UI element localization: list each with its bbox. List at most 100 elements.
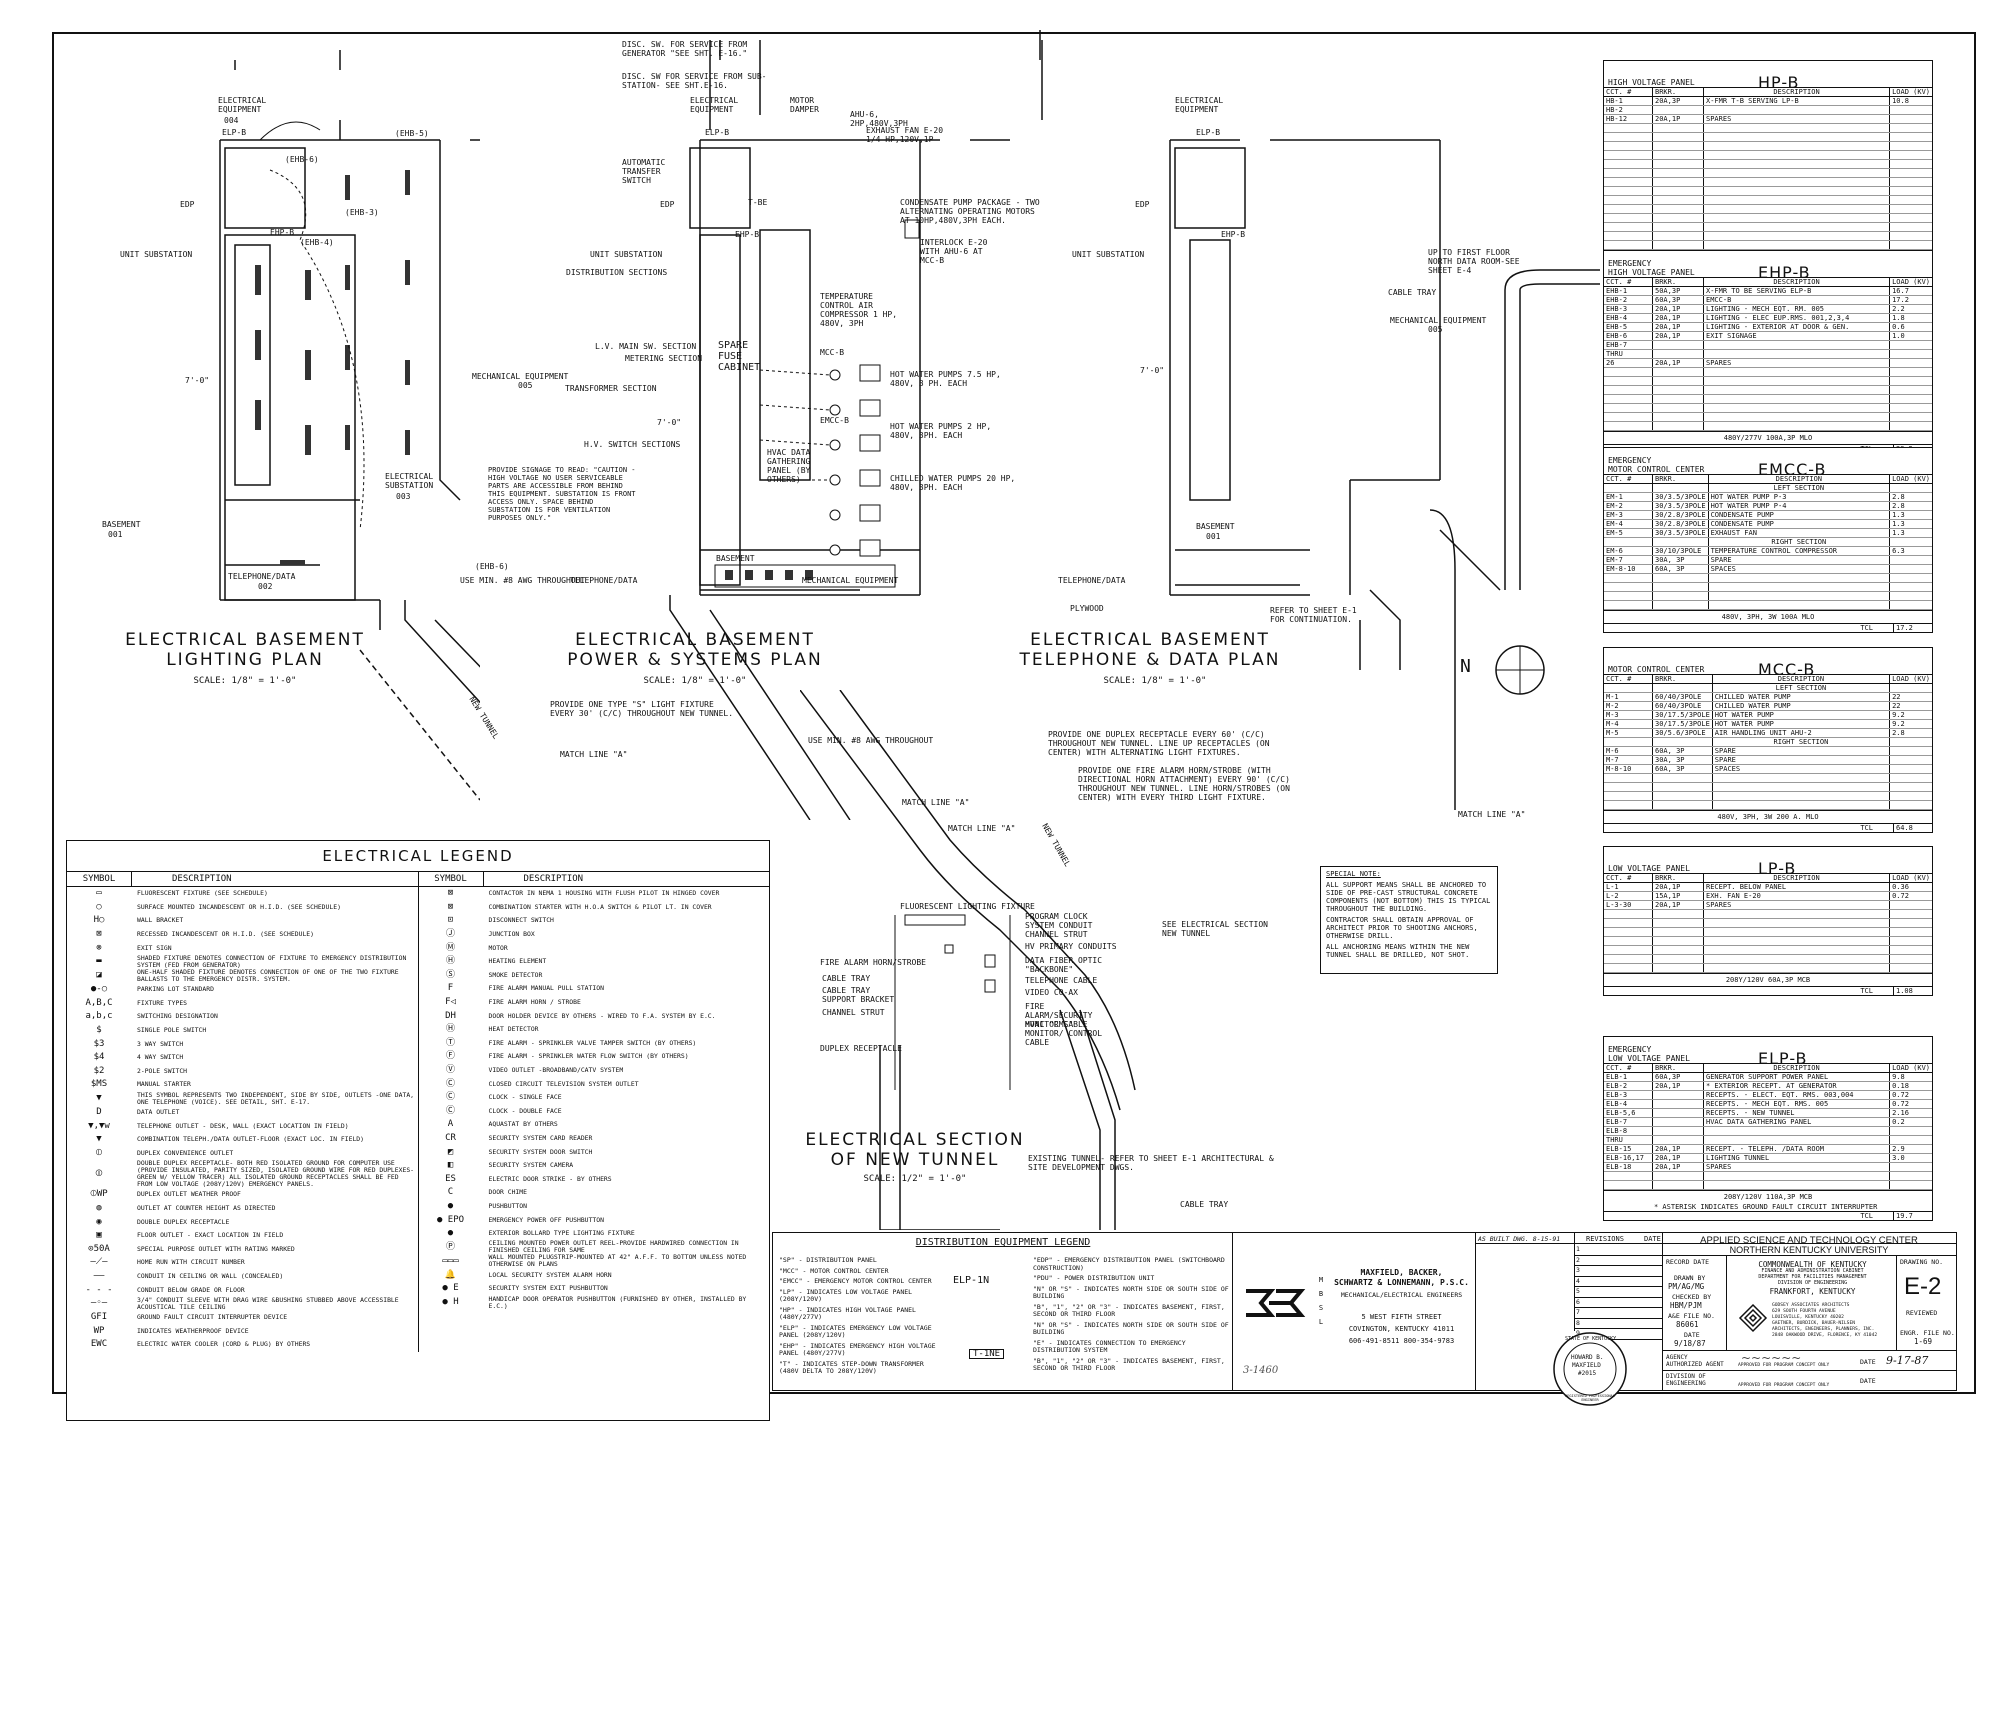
label-ehp-b-3: EHP-B (1221, 230, 1246, 239)
panel-cell: EHB-3 (1604, 304, 1653, 314)
panel-cell: 30/10/3POLE (1652, 546, 1709, 556)
cct-header: CCT. # (1604, 675, 1653, 684)
panel-cell: L-3-30 (1604, 900, 1653, 910)
label-ats: AUTOMATIC TRANSFER SWITCH (622, 158, 666, 185)
legend-symbol-icon: ● (447, 1228, 454, 1239)
panel-cell (1889, 358, 1932, 368)
load-header: LOAD (KV) (1889, 675, 1932, 684)
revision-row: 7 (1574, 1308, 1662, 1319)
panel-rating: 480V, 3PH, 3W 100A MLO (1604, 610, 1932, 623)
legend-row: ▭FLUORESCENT FIXTURE (SEE SCHEDULE) (67, 887, 418, 901)
cct-header: CCT. # (1604, 874, 1653, 883)
panel-total: 17.2 (1893, 624, 1932, 632)
engineer-addr-1: 5 WEST FIFTH STREET (1361, 1313, 1442, 1321)
dist-legend-item: "N" OR "S" - INDICATES NORTH SIDE OR SOU… (1033, 1284, 1229, 1300)
panel-blank-row (1604, 394, 1932, 404)
panel-cell: EM-5 (1604, 528, 1653, 538)
panel-cell (1889, 1135, 1932, 1145)
panel-cell (1652, 340, 1704, 350)
seal-icon (1553, 1332, 1627, 1406)
section-callout: DATA FIBER OPTIC "BACKBONE" (1025, 956, 1103, 974)
approved-1: APPROVED FOR PROGRAM CONCEPT ONLY (1738, 1363, 1830, 1368)
label-ehp-b-2: EHP-B (735, 230, 760, 239)
legend-symbol-icon: ○ (96, 901, 102, 912)
label-elp-b-3: ELP-B (1196, 128, 1221, 137)
dist-legend-title: DISTRIBUTION EQUIPMENT LEGEND (915, 1237, 1091, 1248)
legend-symbol-icon: Ⓙ (445, 929, 455, 940)
telephone-plan: ELECTRICAL EQUIPMENT ELP-B EDP EHP-B UNI… (1000, 30, 1600, 819)
lighting-plan: ELECTRICAL EQUIPMENT 004 ELP-B (EHB-6) (… (60, 30, 733, 810)
panel-cell: ELB-3 (1604, 1090, 1653, 1100)
panel-row: ELB-8 (1604, 1126, 1932, 1136)
panel-cell: ELB-4 (1604, 1099, 1653, 1109)
as-built-note: AS BUILT DWG. 8-15-91 (1478, 1235, 1561, 1243)
panel-cell: RIGHT SECTION (1711, 737, 1890, 747)
legend-description: 3/4" CONDUIT SLEEVE WITH DRAG WIRE &BUSH… (137, 1295, 399, 1311)
drawn-by-value: PM/AG/MG (1668, 1282, 1705, 1291)
label-telephone-data-2: TELEPHONE/DATA (570, 576, 638, 585)
panel-blank-row (1604, 222, 1932, 232)
panel-blank-row (1604, 582, 1932, 592)
label-mechanical-equipment-2: MECHANICAL EQUIPMENT (802, 576, 899, 585)
panel-blank-row (1604, 782, 1932, 792)
panel-cell: 3.0 (1889, 1153, 1932, 1163)
label-provide-s-fixture: PROVIDE ONE TYPE "S" LIGHT FIXTURE EVERY… (550, 700, 734, 718)
panel-cell: EM-6 (1604, 546, 1653, 556)
legend-symbol-icon: ES (445, 1173, 456, 1184)
panel-row: LEFT SECTION (1604, 683, 1932, 693)
panel-cell: SPARE (1711, 755, 1890, 765)
legend-symbol-icon: $MS (90, 1079, 108, 1090)
panel-cell: 20A,1P (1652, 304, 1704, 314)
panel-cell: 22 (1889, 701, 1932, 711)
panel-cell (1889, 340, 1932, 350)
desc-header: DESCRIPTION (1702, 874, 1890, 883)
panel-type: EMERGENCY MOTOR CONTROL CENTER (1608, 456, 1705, 474)
panel-cell: EXH. FAN E-20 (1702, 891, 1890, 901)
panel-note: * ASTERISK INDICATES GROUND FAULT CIRCUI… (1654, 1203, 1878, 1211)
panel-blank-row (1604, 150, 1932, 160)
desc-header: DESCRIPTION (1707, 475, 1890, 484)
panel-cell (1652, 1135, 1704, 1145)
panel-cell: LIGHTING TUNNEL (1702, 1153, 1890, 1163)
legend-row: ⊠RECESSED INCANDESCENT OR H.I.D. (SEE SC… (67, 928, 418, 942)
legend-description: PARKING LOT STANDARD (137, 985, 214, 994)
dist-legend-item: "PDU" - POWER DISTRIBUTION UNIT (1033, 1274, 1155, 1282)
panel-blank-row (1604, 385, 1932, 395)
panel-cell: 1.3 (1889, 528, 1932, 538)
legend-description: GROUND FAULT CIRCUIT INTERRUPTER DEVICE (137, 1313, 288, 1322)
panel-cell: 30/2.8/3POLE (1652, 519, 1709, 529)
legend-symbol-icon: GFI (90, 1312, 108, 1323)
special-note-line: CONTRACTOR SHALL OBTAIN APPROVAL OF ARCH… (1326, 916, 1478, 940)
legend-description: FLUORESCENT FIXTURE (SEE SCHEDULE) (137, 889, 268, 898)
panel-blank-row (1604, 376, 1932, 386)
legend-symbol-icon: Ⓒ (445, 1092, 455, 1103)
panel-row: THRU (1604, 349, 1932, 359)
label-condensate: CONDENSATE PUMP PACKAGE - TWO ALTERNATIN… (900, 198, 1040, 225)
panel-rating: 480Y/277V 100A,3P MLO (1604, 431, 1932, 444)
label-signage: PROVIDE SIGNAGE TO READ: "CAUTION - HIGH… (488, 466, 636, 522)
label-use-min-8-2: USE MIN. #8 AWG THROUGHOUT (808, 736, 934, 745)
panel-cell (1889, 1162, 1932, 1172)
panel-cell: M-6 (1604, 746, 1653, 756)
panel-blank-row (1604, 123, 1932, 133)
special-note-title: SPECIAL NOTE: (1326, 870, 1381, 878)
panel-id: HP-B (1758, 73, 1800, 92)
telephone-plan-title-line2: TELEPHONE & DATA PLAN (1019, 650, 1281, 670)
panel-blank-row (1604, 800, 1932, 810)
architect-logo-icon (1738, 1303, 1768, 1333)
label-hot-water-1: HOT WATER PUMPS 7.5 HP, 480V, 3 PH. EACH (890, 370, 1001, 388)
panel-cell: 0.18 (1889, 1081, 1932, 1091)
power-plan-drawing (669, 40, 1010, 820)
drawing-no-label: DRAWING NO. (1900, 1258, 1944, 1266)
